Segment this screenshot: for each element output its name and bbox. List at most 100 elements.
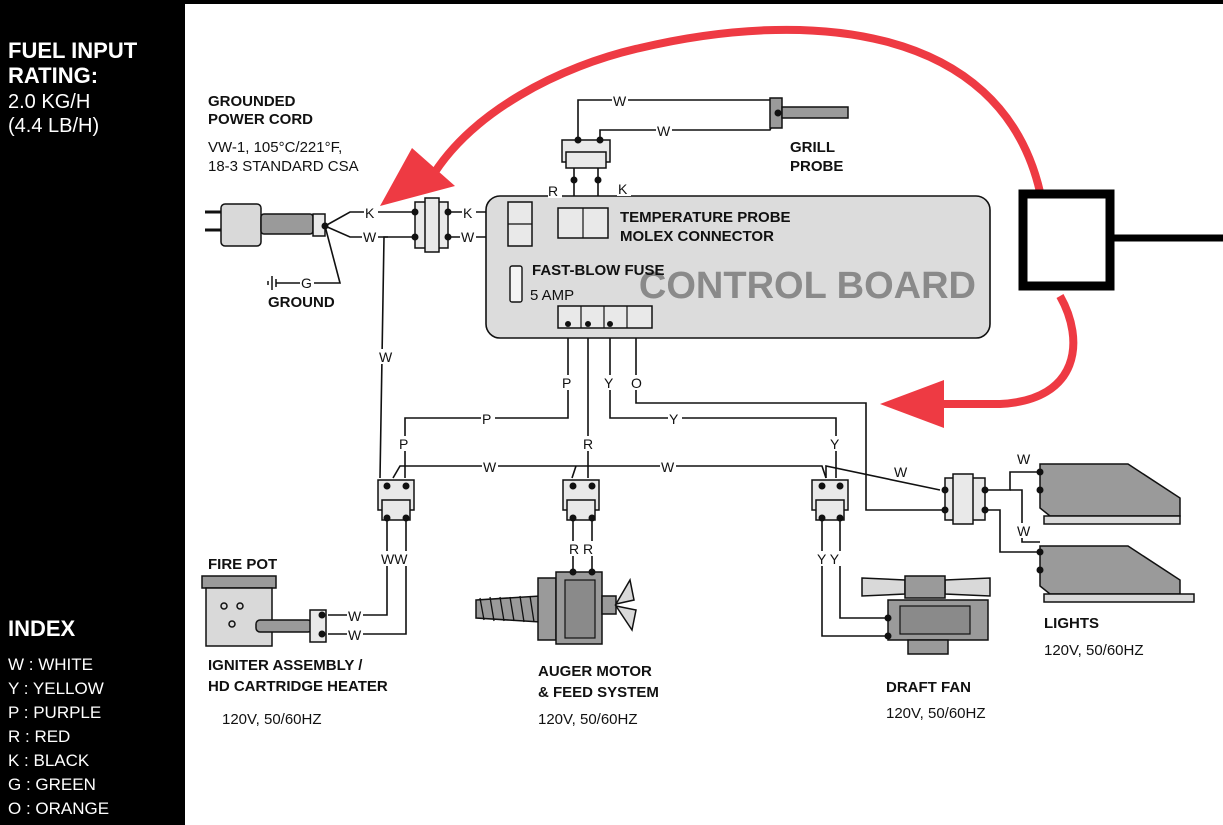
wire-lights-w1 <box>985 471 1040 491</box>
fan-label: DRAFT FAN <box>886 679 971 696</box>
fire-pot: FIRE POT IGNITER ASSEMBLY / HD CARTRIDGE… <box>201 556 388 728</box>
auger-plug-connector <box>562 479 600 522</box>
wire-label-w: W <box>363 229 377 245</box>
index-item: Y : YELLOW <box>8 679 104 698</box>
wire-label-w: W <box>657 123 671 139</box>
wire-lights-w2 <box>985 509 1040 553</box>
index-item: P : PURPLE <box>8 703 102 722</box>
power-cord-title-2: POWER CORD <box>208 111 313 128</box>
auger-motor: AUGER MOTOR & FEED SYSTEM 120V, 50/60HZ <box>475 568 659 728</box>
wire-main-white <box>379 236 388 479</box>
igniter-label-2: HD CARTRIDGE HEATER <box>208 678 388 695</box>
wire-label-o: O <box>631 375 642 391</box>
wire-label-k: K <box>463 205 473 221</box>
igniter-icon <box>255 619 313 633</box>
molex-label-2: MOLEX CONNECTOR <box>620 228 774 245</box>
power-cord: GROUNDED POWER CORD VW-1, 105°C/221°F, 1… <box>205 93 359 311</box>
red-arrowhead-left <box>380 148 455 206</box>
wire-label-w: W <box>461 229 475 245</box>
power-plug-icon <box>205 203 329 247</box>
index-item: W : WHITE <box>8 655 93 674</box>
index-item: K : BLACK <box>8 751 90 770</box>
red-arrow-lower <box>930 294 1078 408</box>
sidebar: FUEL INPUT RATING: 2.0 KG/H (4.4 LB/H) I… <box>0 0 185 825</box>
red-arrowhead-right <box>880 380 944 428</box>
ground-label: GROUND <box>268 294 335 311</box>
index-item: O : ORANGE <box>8 799 110 818</box>
lights-label: LIGHTS <box>1044 615 1099 632</box>
molex-label-1: TEMPERATURE PROBE <box>620 209 791 226</box>
wire-label-w: W <box>613 93 627 109</box>
board-output-terminal <box>557 305 653 329</box>
red-annotation-arrow <box>380 25 1223 428</box>
wire-label-w: W <box>894 464 908 480</box>
main-plug-connector <box>411 197 452 253</box>
igniter-spec: 120V, 50/60HZ <box>222 711 322 728</box>
wire-probe-w1 <box>577 99 779 140</box>
wire-label-k: K <box>365 205 375 221</box>
wire-label-r: R <box>548 183 558 199</box>
fire-pot-label: FIRE POT <box>208 556 277 573</box>
wire-label-k: K <box>618 181 628 197</box>
wire-white-auger <box>571 465 577 479</box>
wire-label-y: Y <box>604 375 614 391</box>
connectors <box>377 136 989 525</box>
fire-pot-icon <box>205 587 273 647</box>
draft-fan: DRAFT FAN 120V, 50/60HZ <box>861 575 991 722</box>
grill-probe-label-2: PROBE <box>790 158 843 175</box>
wire-cord-k <box>324 211 415 227</box>
wire-label-y: Y <box>669 411 679 427</box>
control-board-label: CONTROL BOARD <box>639 265 976 307</box>
wire-label-y: Y <box>830 436 840 452</box>
wire-lights-w3 <box>1010 489 1040 543</box>
auger-label-2: & FEED SYSTEM <box>538 684 659 701</box>
ground-icon <box>267 276 300 290</box>
wire-label-w: W <box>379 349 393 365</box>
wire-label-w: W <box>661 459 675 475</box>
wire-orange <box>635 328 945 511</box>
wire-white-bus <box>392 465 827 479</box>
wire-white-lights <box>825 465 941 491</box>
wire-label-r: R <box>583 436 593 452</box>
fan-blade-icon <box>861 577 906 597</box>
wire-cord-w <box>324 225 415 238</box>
power-cord-spec-2: 18-3 STANDARD CSA <box>208 158 359 175</box>
grill-probe-label-1: GRILL <box>790 139 835 156</box>
fuse-icon <box>509 265 523 303</box>
wire-label-w: W <box>1017 523 1031 539</box>
igniter-plug-connector <box>377 479 415 522</box>
fan-spec: 120V, 50/60HZ <box>886 705 986 722</box>
index-item: R : RED <box>8 727 71 746</box>
wire-label-p: P <box>399 436 408 452</box>
wire-label-w: W <box>348 608 362 624</box>
lights-spec: 120V, 50/60HZ <box>1044 642 1144 659</box>
fuse-rating: 5 AMP <box>530 287 574 304</box>
wire-label-rr: R R <box>569 541 593 557</box>
index-item: G : GREEN <box>8 775 96 794</box>
wire-purple <box>404 328 569 478</box>
light-icon <box>1036 545 1195 603</box>
wire-label-w: W <box>1017 451 1031 467</box>
top-border <box>185 0 1223 4</box>
index-title: INDEX <box>8 616 76 641</box>
control-board-body <box>485 195 991 339</box>
fuel-rating-kg: 2.0 KG/H <box>8 91 91 113</box>
wire-igniter-w1 <box>328 518 388 616</box>
wire-label-g: G <box>301 275 312 291</box>
wire-fan-y2 <box>839 518 888 619</box>
power-cord-spec-1: VW-1, 105°C/221°F, <box>208 139 342 156</box>
lights-plug-connector <box>941 473 989 525</box>
wire-label-p: P <box>562 375 571 391</box>
grill-probe: GRILL PROBE <box>769 97 849 175</box>
wire-label-p: P <box>482 411 491 427</box>
fuel-rating-lb: (4.4 LB/H) <box>8 115 100 137</box>
auger-spec: 120V, 50/60HZ <box>538 711 638 728</box>
index-list: W : WHITE Y : YELLOW P : PURPLE R : RED … <box>8 653 109 821</box>
wire-label-yy: Y Y <box>817 551 840 567</box>
red-arrow-upper <box>426 25 1044 193</box>
wire-label-w: W <box>348 627 362 643</box>
wire-label-ww: WW <box>381 551 408 567</box>
fuel-input-title: FUEL INPUT RATING: <box>8 38 138 88</box>
auger-label-1: AUGER MOTOR <box>538 663 652 680</box>
